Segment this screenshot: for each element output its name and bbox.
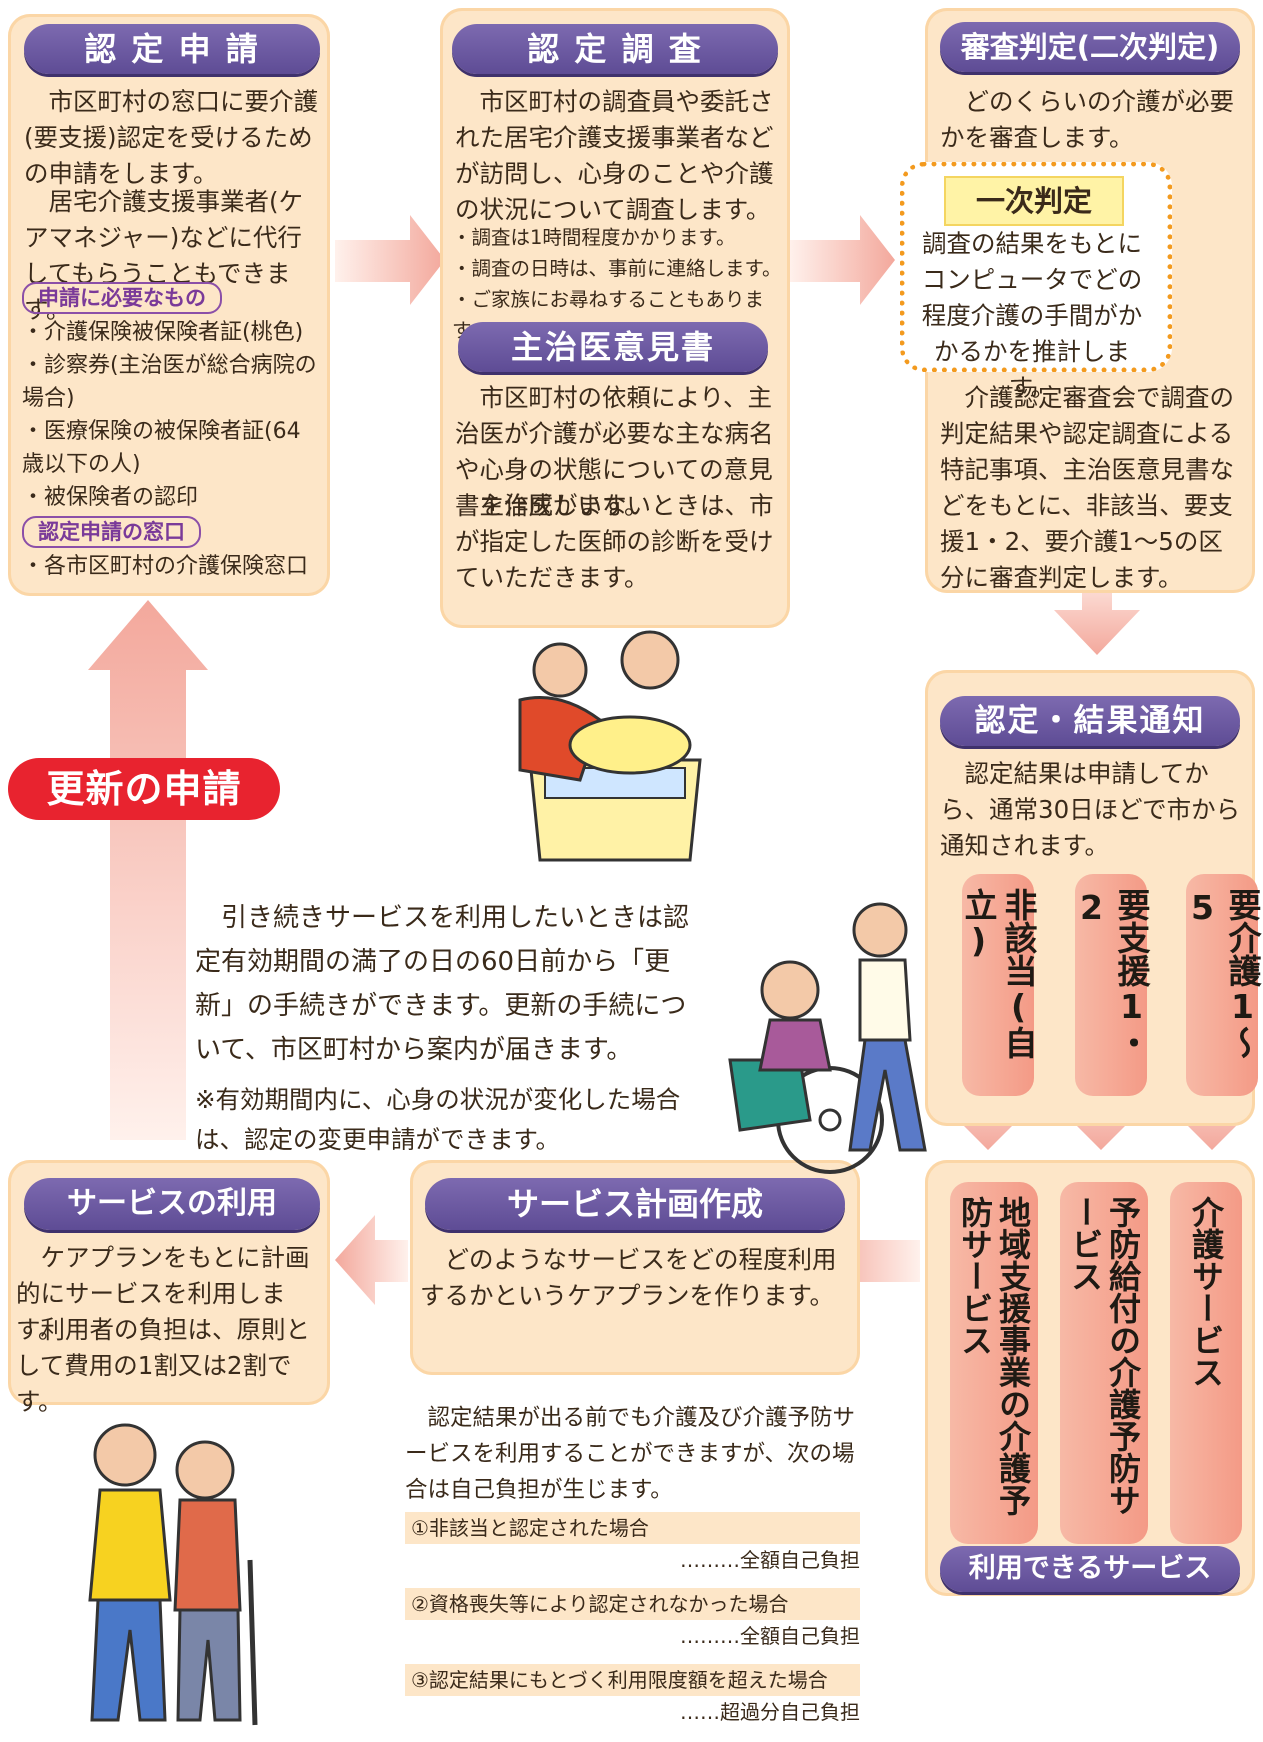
need-item: ・介護保険被保険者証(桃色) [22,320,304,345]
need-label: 申請に必要なもの [22,282,222,314]
use-text-1: ケアプランをもとに計画的にサービスを利用します。 [16,1243,310,1344]
survey-text: 市区町村の調査員や委託された居宅介護支援事業者などが訪問し、心身のことや介護の状… [455,87,774,224]
case-condition: ①非該当と認定された場合 [405,1512,860,1544]
case-condition: ③認定結果にもとづく利用限度額を超えた場合 [405,1664,860,1696]
case-result: ……超過分自己負担 [680,1700,860,1724]
case-condition: ②資格喪失等により認定されなかった場合 [405,1588,860,1620]
case-row: ①非該当と認定された場合 ………全額自己負担 [405,1512,860,1576]
survey-box [440,8,790,628]
window-label: 認定申請の窓口 [22,516,201,548]
service-community: 地域支援事業の介護予防サービス [950,1182,1038,1544]
arrow-apply-to-survey [335,215,445,305]
first-judge-text: 調査の結果をもとにコンピュータでどの程度介護の手間がかかるかを推計します。 [921,229,1143,402]
survey-bullet: ・調査は1時間程度かかります。 [452,226,736,249]
window-item: ・各市区町村の介護保険窓口 [22,554,309,579]
need-item: ・被保険者の認印 [22,485,199,510]
opinion-title: 主治医意見書 [458,322,768,372]
use-title: サービスの利用 [24,1178,320,1230]
apply-title: 認 定 申 請 [24,24,320,74]
notice-text: 認定結果は申請してから、通常30日ほどで市から通知されます。 [940,759,1241,860]
notice-title: 認定・結果通知 [940,696,1240,746]
service-preventive: 予防給付の介護予防サービス [1060,1182,1148,1544]
apply-requirements: 申請に必要なもの ・介護保険被保険者証(桃色) ・診察券(主治医が総合病院の場合… [22,280,322,583]
opinion-text-2: 主治医がいないときは、市が指定した医師の診断を受けていただきます。 [455,491,774,592]
judge-text-1: どのくらいの介護が必要かを審査します。 [940,87,1234,152]
case-result: ………全額自己負担 [680,1548,860,1572]
level-support: 要支援1・2 [1072,874,1151,1096]
wheelchair-illustration [728,902,927,1174]
case-row: ③認定結果にもとづく利用限度額を超えた場合 ……超過分自己負担 [405,1664,860,1728]
judge-text-2: 介護認定審査会で調査の判定結果や認定調査による特記事項、主治医意見書などをもとに… [940,383,1234,592]
use-text-2: 利用者の負担は、原則として費用の1割又は2割です。 [16,1315,310,1416]
survey-bullet: ・調査の日時は、事前に連絡します。 [452,257,782,280]
bathing-care-illustration [518,630,702,862]
arrow-judge-to-notice [1054,580,1140,655]
plan-title: サービス計画作成 [425,1178,845,1230]
opinion-text-1: 市区町村の依頼により、主治医が介護が必要な主な病名や心身の状態についての意見書を… [455,383,774,520]
arrow-plan-to-use [335,1215,408,1305]
apply-text-2: 居宅介護支援事業者(ケアマネジャー)などに代行してもらうこともできます。 [24,187,304,324]
renew-note: ※有効期間内に、心身の状況が変化した場合は、認定の変更申請ができます。 [195,1085,681,1154]
apply-text-1: 市区町村の窓口に要介護(要支援)認定を受けるための申請をします。 [24,87,318,188]
survey-title: 認 定 調 査 [452,24,778,74]
apply-box [8,14,330,596]
services-footer: 利用できるサービス [940,1546,1240,1592]
plan-text: どのようなサービスをどの程度利用するかというケアプランを作ります。 [420,1245,837,1310]
arrow-renew-up [88,600,208,1140]
need-item: ・診察券(主治医が総合病院の場合) [22,353,317,411]
case-row: ②資格喪失等により認定されなかった場合 ………全額自己負担 [405,1588,860,1652]
renew-label: 更新の申請 [8,758,280,820]
arrow-survey-to-judge [790,215,895,305]
need-item: ・医療保険の被保険者証(64歳以下の人) [22,419,301,477]
judge-title: 審査判定(二次判定) [940,22,1240,72]
walking-assist-illustration [88,1423,258,1726]
level-care: 要介護1～5 [1183,874,1262,1096]
first-judge-label: 一次判定 [944,176,1124,226]
renew-text: 引き続きサービスを利用したいときは認定有効期間の満了の日の60日前から「更新」の… [195,903,690,1065]
service-care: 介護サービス [1170,1182,1242,1544]
plan-note: 認定結果が出る前でも介護及び介護予防サービスを利用することができますが、次の場合… [405,1405,856,1503]
case-result: ………全額自己負担 [680,1624,860,1648]
level-not-applicable: 非該当(自立) [959,874,1038,1096]
